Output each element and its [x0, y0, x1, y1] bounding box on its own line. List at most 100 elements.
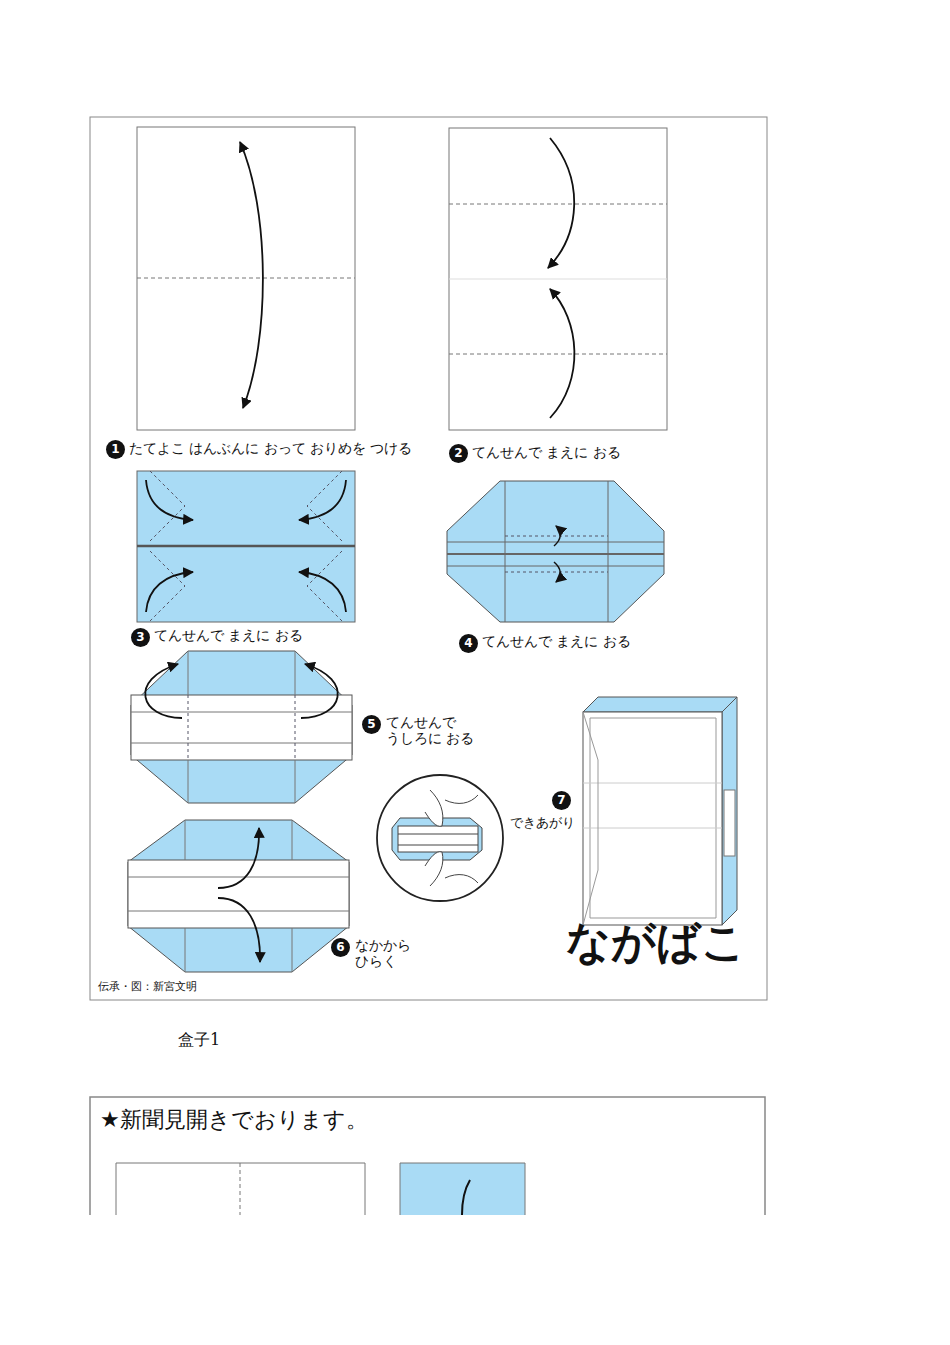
- drawing-stroke: [128, 911, 349, 912]
- drawing-stroke: [398, 834, 478, 835]
- drawing-stroke: [301, 664, 338, 718]
- drawing-stroke: [188, 695, 295, 760]
- callout-number: 7: [552, 791, 571, 810]
- drawing-stroke: [188, 651, 189, 695]
- drawing-stroke: [240, 142, 263, 408]
- drawing-stroke: [146, 480, 346, 612]
- drawing-stroke: [608, 481, 609, 622]
- drawing-stroke: [128, 860, 349, 928]
- drawing-stroke: [150, 551, 185, 621]
- drawing-stroke: [128, 820, 349, 972]
- drawing-stroke: [137, 545, 355, 548]
- drawing-stroke: [295, 651, 296, 695]
- drawing-stroke: [150, 471, 342, 621]
- drawing-stroke: [145, 664, 182, 718]
- drawing-stroke: [722, 697, 737, 925]
- drawing-stroke: [398, 845, 478, 846]
- drawing-stroke: [128, 820, 349, 972]
- callout-number: 6: [331, 938, 350, 957]
- drawing-stroke: [447, 553, 664, 555]
- drawing-stroke: [505, 536, 608, 572]
- drawing-stroke: [550, 289, 574, 418]
- drawing-stroke: [462, 1180, 470, 1215]
- callout-number: 2: [449, 444, 468, 463]
- drawing-stroke: [150, 471, 185, 541]
- step-instruction: てんせんで まえに おる: [154, 627, 354, 643]
- drawing-stroke: [188, 760, 189, 803]
- drawing-stroke: [131, 695, 352, 760]
- callout-number: 1: [106, 440, 125, 459]
- drawing-stroke: [449, 279, 667, 280]
- drawing-stroke: [307, 471, 342, 541]
- drawing-stroke: [548, 138, 574, 268]
- drawing-stroke: [590, 718, 716, 719]
- drawing-stroke: [583, 783, 722, 784]
- drawing-stroke: [505, 481, 506, 622]
- drawing-stroke: [307, 551, 342, 621]
- drawing-stroke: [425, 852, 443, 886]
- drawing-stroke: [425, 790, 443, 826]
- drawing-stroke: [299, 572, 346, 612]
- drawing-stroke: [137, 127, 355, 430]
- drawing-stroke: [128, 877, 349, 878]
- step-instruction: できあがり: [510, 815, 590, 830]
- drawing-stroke: [292, 928, 293, 972]
- step-instruction: てんせんで まえに おる: [482, 633, 682, 649]
- drawing-stroke: [295, 695, 296, 760]
- drawing-stroke: [554, 562, 560, 582]
- drawing-stroke: [505, 536, 608, 537]
- drawing-stroke: [447, 481, 664, 622]
- drawing-stroke: [137, 471, 355, 622]
- drawing-stroke: [146, 480, 193, 520]
- drawing-stroke: [377, 775, 503, 901]
- drawing-stroke: [131, 743, 352, 744]
- drawing-stroke: [145, 664, 338, 718]
- drawing-stroke: [146, 572, 193, 612]
- drawing-stroke: [449, 204, 667, 205]
- drawing-stroke: [398, 826, 478, 852]
- drawing-stroke: [292, 820, 293, 860]
- panel-header: ★新聞見開きでおります。: [100, 1107, 520, 1133]
- drawing-stroke: [449, 128, 667, 430]
- drawing-stroke: [218, 828, 260, 962]
- step-instruction: たてよこ はんぶんに おって おりめを つける: [129, 440, 449, 456]
- drawing-stroke: [185, 820, 186, 860]
- drawing-stroke: [240, 1163, 241, 1215]
- diagram-title: ながばこ: [566, 916, 746, 969]
- drawing-stroke: [218, 828, 259, 888]
- drawing-stroke: [445, 795, 478, 803]
- drawing-stroke: [583, 697, 737, 712]
- drawing-stroke: [188, 695, 189, 760]
- drawing-stroke: [116, 1163, 365, 1215]
- drawing-stroke: [392, 790, 482, 886]
- drawing-stroke: [447, 481, 664, 622]
- drawing-stroke: [137, 278, 355, 279]
- drawing-stroke: [449, 354, 667, 355]
- callout-number: 4: [459, 634, 478, 653]
- drawing-stroke: [583, 712, 722, 925]
- drawing-stroke: [295, 760, 296, 803]
- drawing-stroke: [90, 117, 767, 1000]
- step-instruction: てんせんで うしろに おる: [386, 714, 491, 746]
- step-instruction: てんせんで まえに おる: [472, 444, 672, 460]
- drawing-stroke: [131, 651, 352, 803]
- drawing-stroke: [583, 712, 598, 925]
- drawing-stroke: [447, 566, 664, 567]
- drawing-stroke: [447, 542, 664, 543]
- drawing-stroke: [131, 651, 352, 803]
- credit-note: 伝承・図：新宮文明: [98, 980, 298, 993]
- drawing-stroke: [724, 790, 735, 856]
- drawing-stroke: [299, 480, 346, 520]
- drawing-stroke: [218, 898, 260, 962]
- drawing-stroke: [554, 526, 560, 546]
- step-instruction: なかから ひらく: [355, 937, 435, 969]
- drawing-stroke: [505, 572, 608, 573]
- drawing-stroke: [90, 1097, 765, 1215]
- drawing-stroke: [583, 828, 722, 829]
- drawing-stroke: [185, 928, 186, 972]
- drawing-stroke: [583, 712, 722, 925]
- figure-caption: 盒子1: [178, 1030, 220, 1049]
- drawing-stroke: [400, 1163, 525, 1215]
